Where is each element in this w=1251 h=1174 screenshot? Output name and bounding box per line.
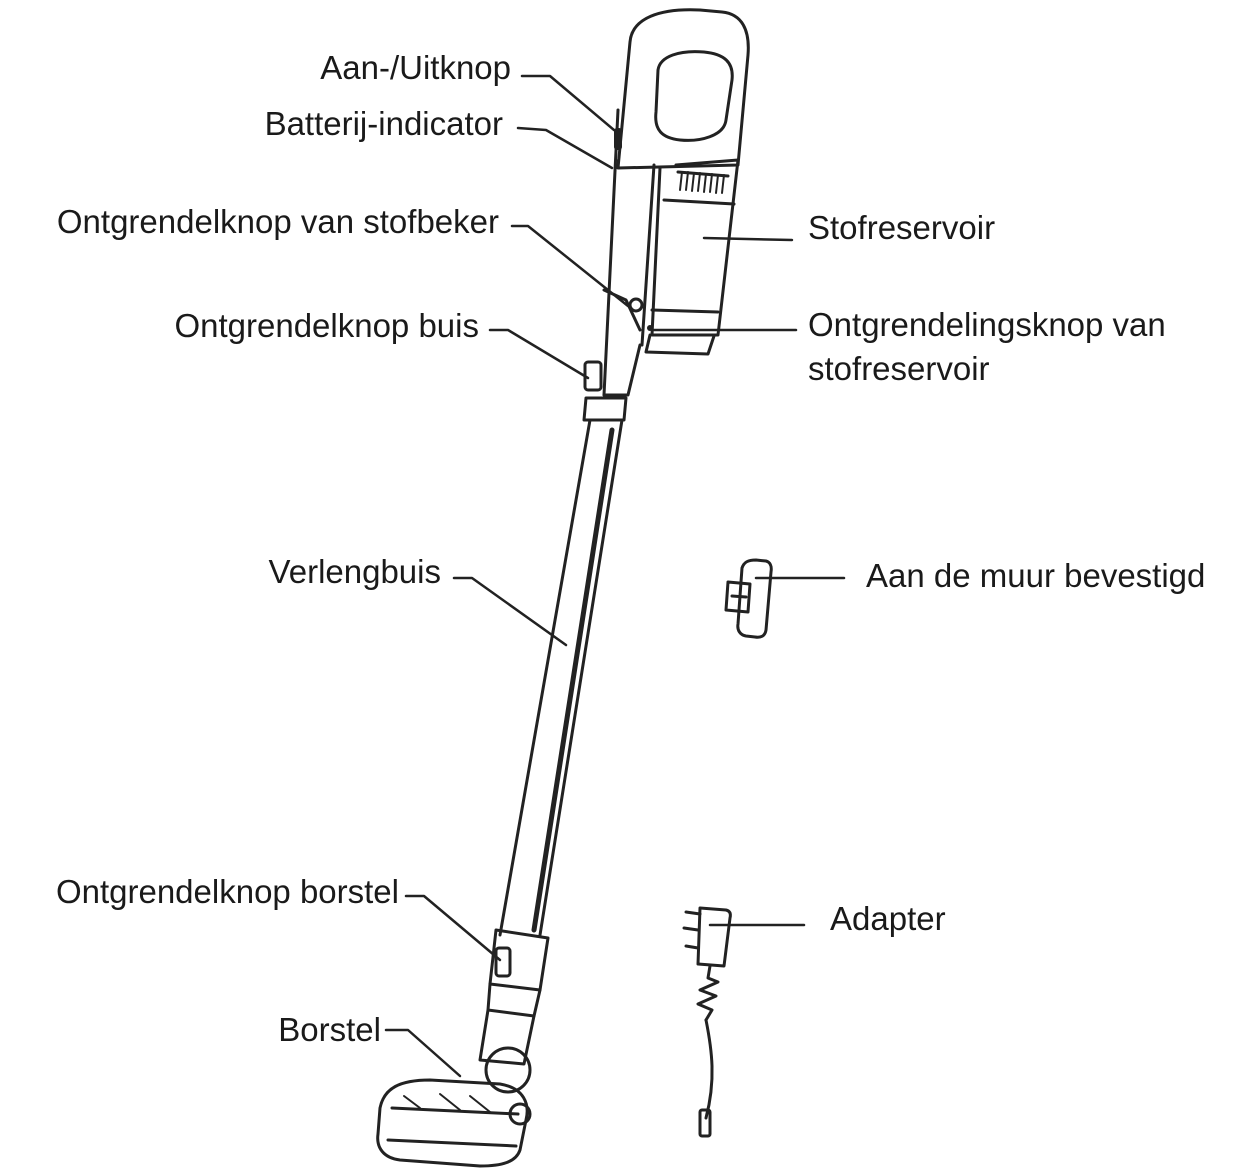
label-brush: Borstel (278, 1011, 381, 1048)
adapter-illustration (682, 906, 732, 1138)
label-power-button: Aan-/Uitknop (320, 49, 511, 86)
label-dust-container: Stofreservoir (808, 209, 996, 246)
label-dust-cup-release: Ontgrendelknop van stofbeker (56, 203, 499, 240)
label-adapter: Adapter (830, 900, 946, 937)
label-wall-mount: Aan de muur bevestigd (866, 557, 1206, 594)
label-container-release-line2: stofreservoir (808, 350, 990, 387)
stick-vacuum-illustration (376, 8, 750, 1168)
leader-lines (384, 74, 846, 1078)
label-tube-release: Ontgrendelknop buis (174, 307, 479, 344)
label-container-release-line1: Ontgrendelingsknop van (808, 306, 1166, 343)
label-brush-release: Ontgrendelknop borstel (55, 873, 399, 910)
label-battery-indicator: Batterij-indicator (264, 105, 503, 142)
label-extension-tube: Verlengbuis (268, 553, 441, 590)
wall-mount-illustration (724, 558, 773, 639)
